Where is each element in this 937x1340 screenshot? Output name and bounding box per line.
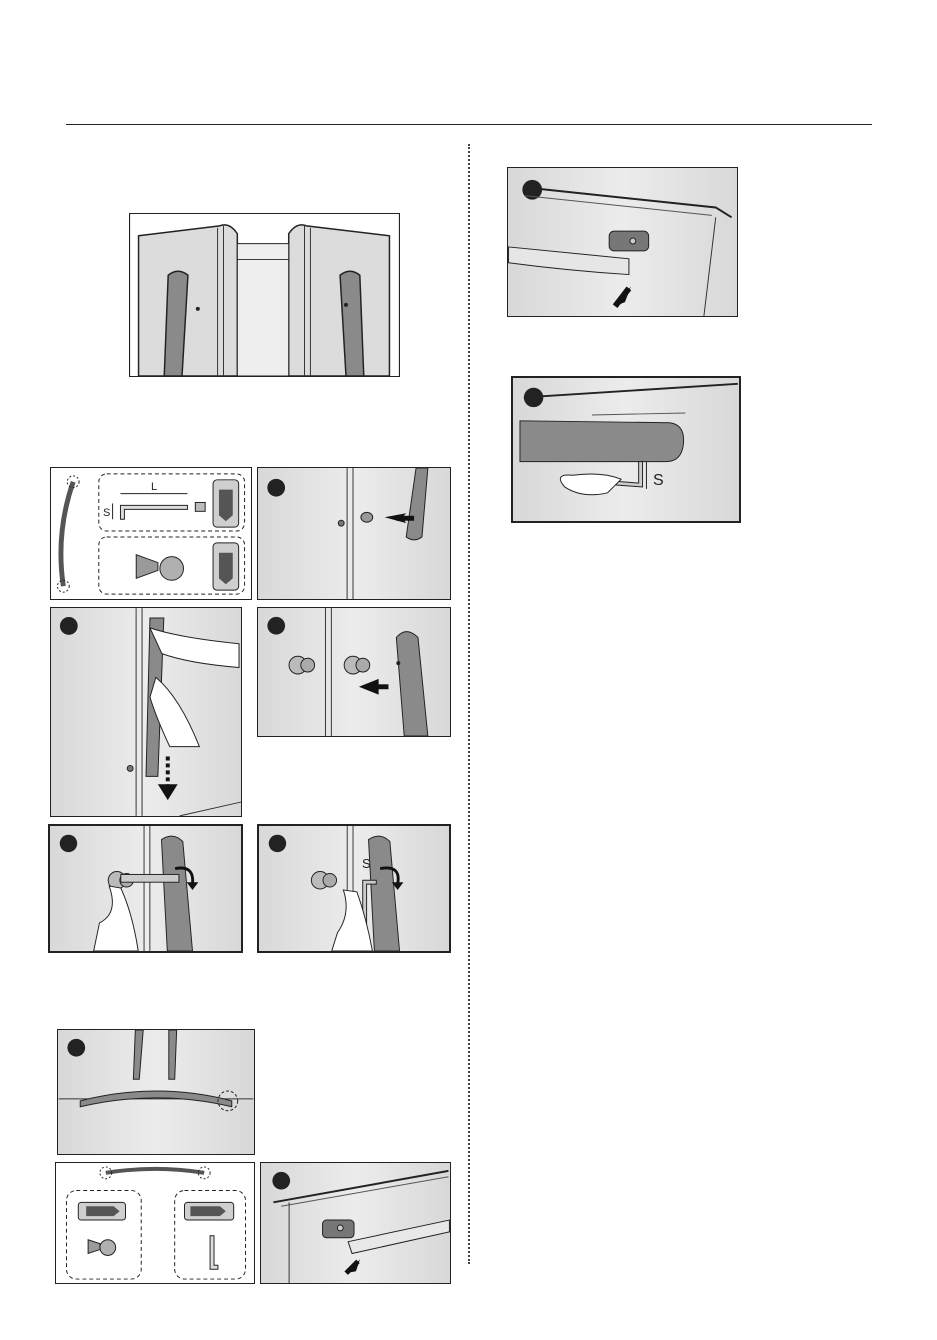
right-wrench-panel: S [511, 376, 741, 523]
step2-illustration [51, 608, 241, 816]
wrench-length-label: L [151, 480, 157, 495]
column-divider [468, 144, 470, 1264]
drawer-handle-panel [57, 1029, 255, 1155]
drawer-insert-panel [260, 1162, 451, 1284]
header-rule [66, 124, 872, 125]
step4-panel [48, 824, 243, 953]
drawer-parts-panel [55, 1162, 255, 1284]
parts-panel: L S [50, 467, 252, 600]
drawer-insert-illustration [261, 1163, 450, 1283]
step1-illustration [258, 468, 450, 599]
drawer-parts-illustration [56, 1163, 254, 1283]
right-bracket-illustration [508, 168, 737, 316]
handles-overview-illustration [130, 214, 399, 376]
step5-illustration [259, 826, 449, 951]
step4-illustration [50, 826, 241, 951]
right-wrench-illustration [513, 378, 739, 521]
handles-overview-panel [129, 213, 400, 377]
right-bracket-panel [507, 167, 738, 317]
step3-panel [257, 607, 451, 737]
gap-label: S [653, 473, 664, 488]
step1-panel [257, 467, 451, 600]
step5-panel: S [257, 824, 451, 953]
wrench-short-label: S [103, 506, 110, 521]
step5-gap-label: S [362, 856, 371, 871]
step2-panel [50, 607, 242, 817]
drawer-handle-illustration [58, 1030, 254, 1154]
step3-illustration [258, 608, 450, 736]
